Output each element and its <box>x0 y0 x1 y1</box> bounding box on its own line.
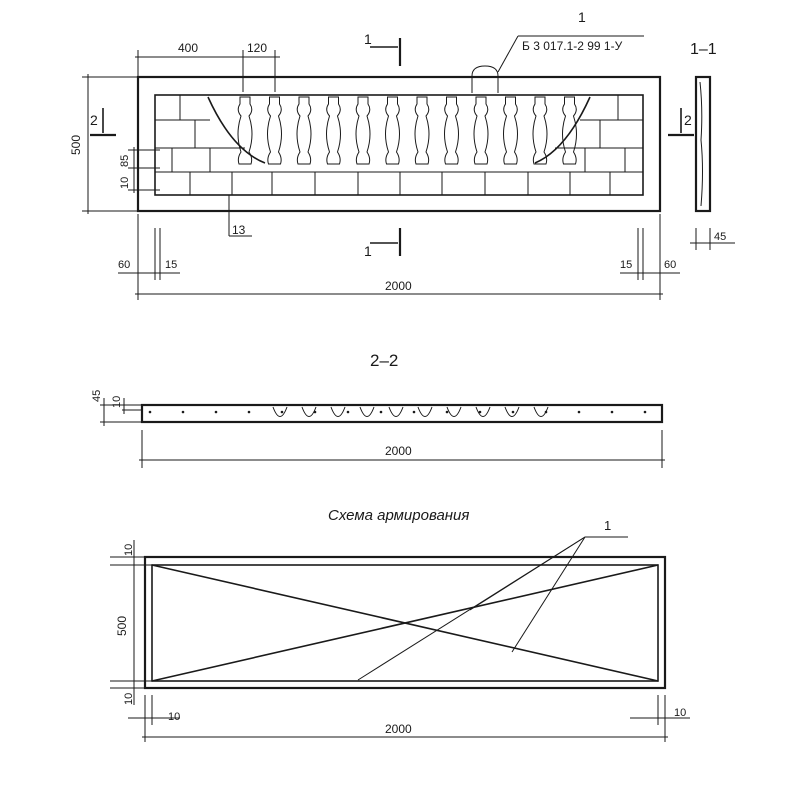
callout-13: 13 <box>228 195 252 237</box>
dim-left <box>82 74 160 214</box>
dim-bottom-2000: 2000 <box>385 279 412 293</box>
section-2-label-right: 2 <box>684 112 692 128</box>
baluster <box>355 96 371 165</box>
section-2-2-dim-10: 10 <box>111 396 123 408</box>
baluster <box>296 96 312 165</box>
reinforcement-title: Схема армирования <box>328 507 469 524</box>
section-2-2-view: 2–2 45 10 2000 <box>91 351 665 468</box>
section-dot <box>544 410 548 414</box>
section-dot <box>478 410 482 414</box>
dim-bottom-15-right: 15 <box>620 259 632 271</box>
callout-1-code: Б 3 017.1-2 99 1-У <box>522 39 623 53</box>
baluster-hole <box>301 406 317 417</box>
section-2-label-left: 2 <box>90 112 98 128</box>
baluster <box>532 96 548 165</box>
section-1-label-bottom: 1 <box>364 243 372 259</box>
reinforcement-outline <box>143 555 667 690</box>
reinforcement-callout-1 <box>357 536 628 681</box>
dim-top <box>135 50 280 92</box>
section-dot <box>379 410 383 414</box>
dim-top-400: 400 <box>178 41 198 55</box>
section-dot <box>181 410 185 414</box>
dim-left-85: 85 <box>119 155 131 167</box>
section-2-marker-left: 2 <box>90 108 116 137</box>
section-dot <box>445 410 449 414</box>
reinforcement-dim-left-10: 10 <box>168 711 180 723</box>
section-2-2-title: 2–2 <box>370 351 398 370</box>
panel-inner-field <box>154 94 644 196</box>
dim-bottom-60-left: 60 <box>118 259 130 271</box>
section-2-2-dim-2000: 2000 <box>385 444 412 458</box>
reinforcement-dim-top-10: 10 <box>123 544 135 556</box>
panel-outline <box>136 75 662 213</box>
callout-1: 1 Б 3 017.1-2 99 1-У <box>471 9 644 93</box>
section-1-marker-top: 1 <box>364 31 402 66</box>
section-2-marker-right: 2 <box>668 108 694 137</box>
dim-bottom <box>118 214 680 300</box>
section-dot <box>346 410 350 414</box>
reinforcement-mesh-frame <box>151 564 659 682</box>
section-dot <box>313 410 317 414</box>
brick-pattern <box>155 95 643 195</box>
reinforcement-dim-right-10: 10 <box>674 707 686 719</box>
callout-13-label: 13 <box>232 223 246 237</box>
reinforcement-view: Схема армирования 1 <box>110 507 690 742</box>
reinforcement-dim-bottom-10: 10 <box>123 693 135 705</box>
baluster <box>414 96 430 165</box>
section-1-1-outline <box>694 75 712 213</box>
dim-top-120: 120 <box>247 41 267 55</box>
right-arch <box>534 96 591 164</box>
section-2-2-dim-45: 45 <box>91 390 103 402</box>
baluster <box>267 96 282 165</box>
dim-left-500: 500 <box>69 135 83 155</box>
baluster-hole <box>417 406 433 417</box>
reinforcement-dim-500: 500 <box>115 616 129 636</box>
baluster-hole <box>533 406 549 417</box>
elevation-view: 1 1 2 2 1 Б 3 017.1-2 99 1-У <box>69 9 694 300</box>
reinforcement-callout-1-number: 1 <box>604 518 611 533</box>
section-1-marker-bottom: 1 <box>364 228 402 259</box>
baluster-hole <box>272 406 288 417</box>
section-dot <box>610 410 614 414</box>
section-dot <box>643 410 647 414</box>
section-1-1-view: 1–1 45 <box>690 41 735 250</box>
section-dot <box>412 410 416 414</box>
baluster <box>503 96 518 165</box>
section-dot <box>577 410 581 414</box>
baluster-hole <box>504 406 520 417</box>
baluster-hole <box>446 406 462 417</box>
section-dot <box>214 410 218 414</box>
baluster <box>562 96 577 165</box>
dim-bottom-15-left: 15 <box>165 259 177 271</box>
callout-1-number: 1 <box>578 9 586 25</box>
section-dot <box>148 410 152 414</box>
reinforcement-dim-2000: 2000 <box>385 722 412 736</box>
baluster-hole <box>359 406 375 417</box>
section-1-label-top: 1 <box>364 31 372 47</box>
baluster <box>385 96 400 165</box>
baluster <box>326 96 341 165</box>
baluster <box>473 96 489 165</box>
section-2-2-outline <box>140 403 664 424</box>
left-arch <box>207 96 266 164</box>
section-dot <box>511 410 515 414</box>
baluster <box>444 96 459 165</box>
baluster-row <box>237 96 577 165</box>
dim-left-10: 10 <box>119 177 131 189</box>
baluster-hole <box>475 406 491 417</box>
reinforcement-bars <box>151 564 659 682</box>
section-dot <box>247 410 251 414</box>
section-dot <box>280 410 284 414</box>
baluster-hole <box>388 406 404 417</box>
dim-bottom-60-right: 60 <box>664 259 676 271</box>
baluster <box>237 96 253 165</box>
baluster-hole <box>330 406 346 417</box>
section-1-1-title: 1–1 <box>690 41 717 58</box>
section-2-2-baluster-holes <box>148 406 647 417</box>
section-1-1-dim-45: 45 <box>714 231 726 243</box>
